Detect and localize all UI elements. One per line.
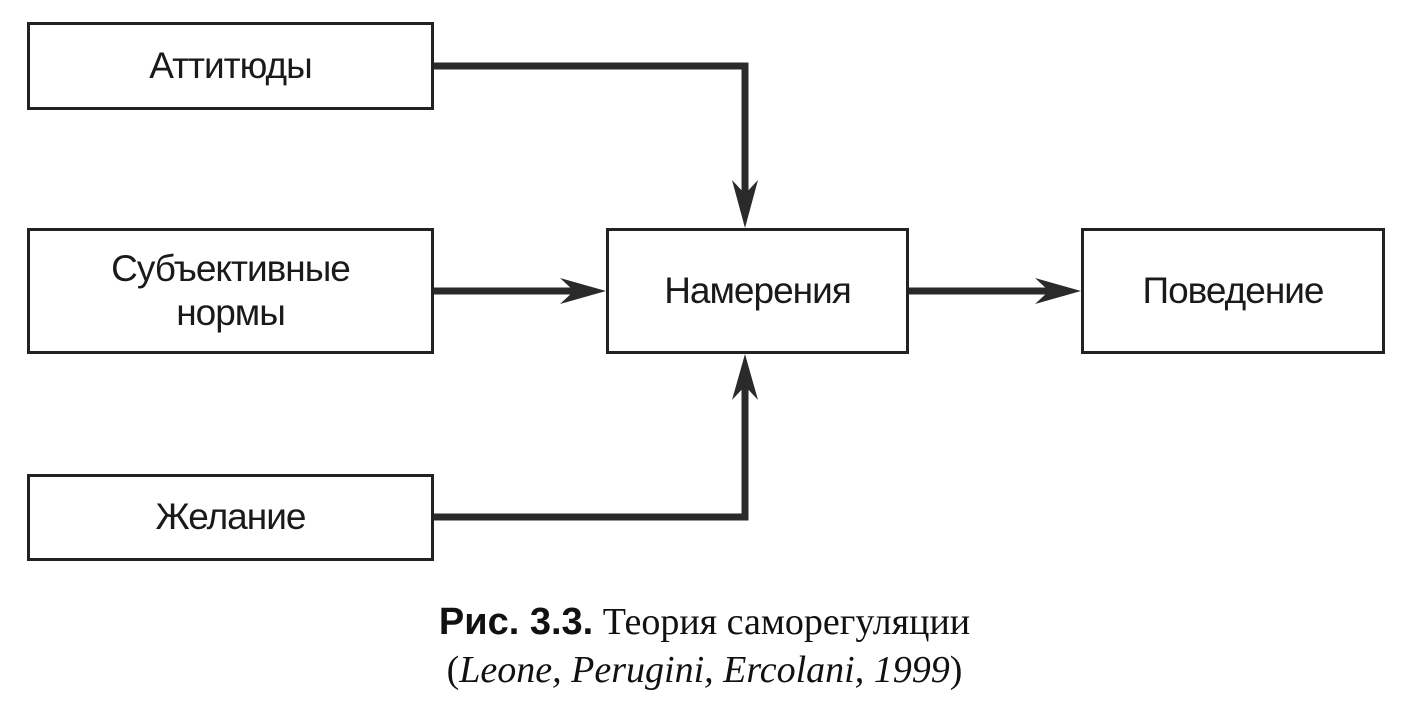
citation-open-paren: ( [446,649,460,691]
figure-title: Теория саморегуляции [602,601,971,643]
figure-caption-title: Рис. 3.3. Теория саморегуляции [0,600,1409,644]
node-behavior: Поведение [1081,228,1385,354]
node-desire-label: Желание [155,496,307,538]
arrow-desire-to-intentions [434,380,749,521]
arrowhead-desire-to-intentions [732,354,758,400]
node-subjective-norms-label: Субъективные нормы [111,247,351,333]
node-desire: Желание [27,474,434,561]
arrowhead-norms-to-intentions [560,278,606,304]
node-attitudes: Аттитюды [27,22,434,110]
citation-text: Leone, Perugini, Ercolani, 1999 [459,649,950,691]
node-behavior-label: Поведение [1142,269,1324,311]
node-attitudes-label: Аттитюды [149,44,312,86]
node-intentions: Намерения [606,228,909,354]
citation-close-paren: ) [949,649,963,691]
node-subjective-norms: Субъективные нормы [27,228,434,354]
figure-caption-citation: (Leone, Perugini, Ercolani, 1999) [0,648,1409,692]
arrow-attitudes-to-intentions [434,62,749,200]
arrowhead-attitudes-to-intentions [732,180,758,228]
node-intentions-label: Намерения [664,269,852,311]
arrowhead-intentions-to-behavior [1035,278,1081,304]
figure-label: Рис. 3.3. [438,601,594,643]
